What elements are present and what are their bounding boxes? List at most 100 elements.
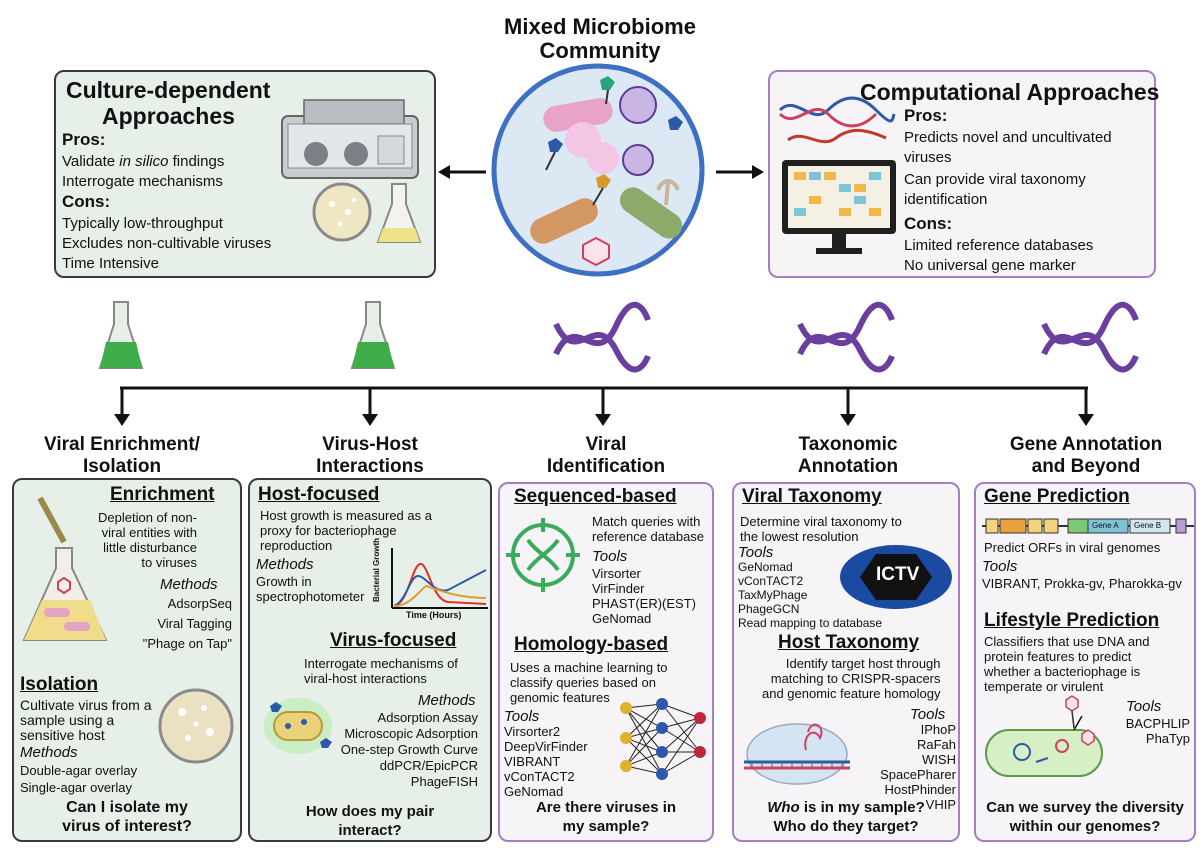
computational-pro-1b: viruses [904, 149, 952, 166]
lifestyle-prediction-title: Lifestyle Prediction [984, 610, 1160, 631]
computational-con-2: No universal gene marker [904, 257, 1076, 274]
culture-title-line1: Culture-dependent [66, 77, 271, 103]
flask-green-icon [350, 301, 396, 369]
dna-strand-icon [778, 96, 896, 144]
neural-network-icon [620, 698, 706, 780]
sequence-based-title: Sequenced-based [514, 486, 677, 507]
community-title-line1: Mixed Microbiome [504, 14, 696, 39]
viral-taxonomy-title: Viral Taxonomy [742, 486, 882, 507]
col4-question: Who is in my sample? Who do they target? [767, 799, 925, 835]
col5-box: Gene Prediction Gene A Gene B Predict OR… [974, 482, 1196, 842]
col2-box: Host-focused Host growth is measured as … [248, 478, 492, 842]
col1-header: Viral Enrichment/Isolation [44, 434, 200, 477]
arrow-left [438, 165, 486, 179]
culture-pro-2: Interrogate mechanisms [62, 173, 223, 190]
anaerobic-chamber-icon [281, 99, 419, 179]
plaque-plate-icon [158, 688, 234, 764]
culture-pros-label: Pros: [62, 130, 106, 149]
virus-methods-label: Methods [418, 692, 476, 709]
lp-tools-label: Tools [1126, 698, 1162, 715]
computational-title: Computational Approaches [860, 79, 1160, 105]
growth-curve-plot [391, 548, 488, 609]
virus-focused-title: Virus-focused [330, 630, 457, 651]
computational-pro-2b: identification [904, 191, 988, 208]
gene-prediction-title: Gene Prediction [984, 486, 1130, 507]
gene-prediction-desc: Predict ORFs in viral genomes [984, 540, 1161, 555]
isolation-title: Isolation [20, 674, 99, 695]
plot-xlabel: Time (Hours) [406, 610, 462, 620]
computational-pro-1: Predicts novel and uncultivated [904, 129, 1112, 146]
host-taxonomy-title: Host Taxonomy [778, 632, 920, 653]
gp-tools-label: Tools [982, 558, 1018, 575]
isolation-methods-label: Methods [20, 744, 78, 761]
enrichment-flask-syringe-icon [22, 496, 108, 641]
computational-box: Computational Approaches Pros: Predicts … [768, 70, 1160, 278]
lysogenic-bacterium-icon [985, 695, 1103, 777]
col1-box: Enrichment Depletion of non-viral entiti… [12, 478, 242, 842]
computational-pros-label: Pros: [904, 106, 948, 125]
computational-cons-label: Cons: [904, 214, 953, 233]
dna-helix-icon [553, 301, 651, 373]
vt-tools-label: Tools [738, 544, 774, 561]
virus-icon [545, 76, 683, 267]
host-methods-label: Methods [256, 556, 314, 573]
culture-con-3: Time Intensive [62, 255, 159, 272]
microbiome-community-illustration [491, 63, 705, 277]
culture-con-2: Excludes non-cultivable viruses [62, 235, 272, 252]
enrichment-title: Enrichment [110, 484, 215, 505]
computer-monitor-icon [782, 160, 896, 254]
gene-b-label: Gene B [1134, 521, 1162, 530]
petri-dish-icon [312, 182, 372, 242]
computational-con-1: Limited reference databases [904, 237, 1094, 254]
bacterium-with-phages-icon [264, 698, 332, 754]
dna-helix-icon [797, 301, 895, 373]
homology-based-title: Homology-based [514, 634, 669, 655]
ictv-logo [840, 545, 952, 609]
arrow-right [716, 165, 764, 179]
seq-tools-label: Tools [592, 548, 628, 565]
flask-green-icon [98, 301, 144, 369]
ictv-label: ICTV [876, 564, 920, 585]
culture-title-line2: Approaches [102, 103, 235, 129]
host-focused-title: Host-focused [258, 484, 380, 505]
culture-con-1: Typically low-throughput [62, 215, 223, 232]
enrichment-methods-label: Methods [160, 576, 218, 593]
dna-helix-icon [1041, 301, 1139, 373]
computational-pro-2: Can provide viral taxonomy [904, 171, 1086, 188]
flask-icon [376, 183, 422, 243]
culture-pro-1: Validate in silico findings [62, 153, 225, 170]
bacteria-icon [530, 98, 683, 244]
hom-tools-label: Tools [504, 708, 540, 725]
culture-dependent-box: Culture-dependent Approaches Pros: Valid… [54, 70, 436, 278]
ht-tools-label: Tools [910, 706, 946, 723]
crispr-cas-icon [744, 723, 850, 785]
gene-a-label: Gene A [1092, 521, 1119, 530]
community-title-line2: Community [539, 38, 661, 63]
plot-ylabel: Bacterial Growth [372, 537, 381, 602]
